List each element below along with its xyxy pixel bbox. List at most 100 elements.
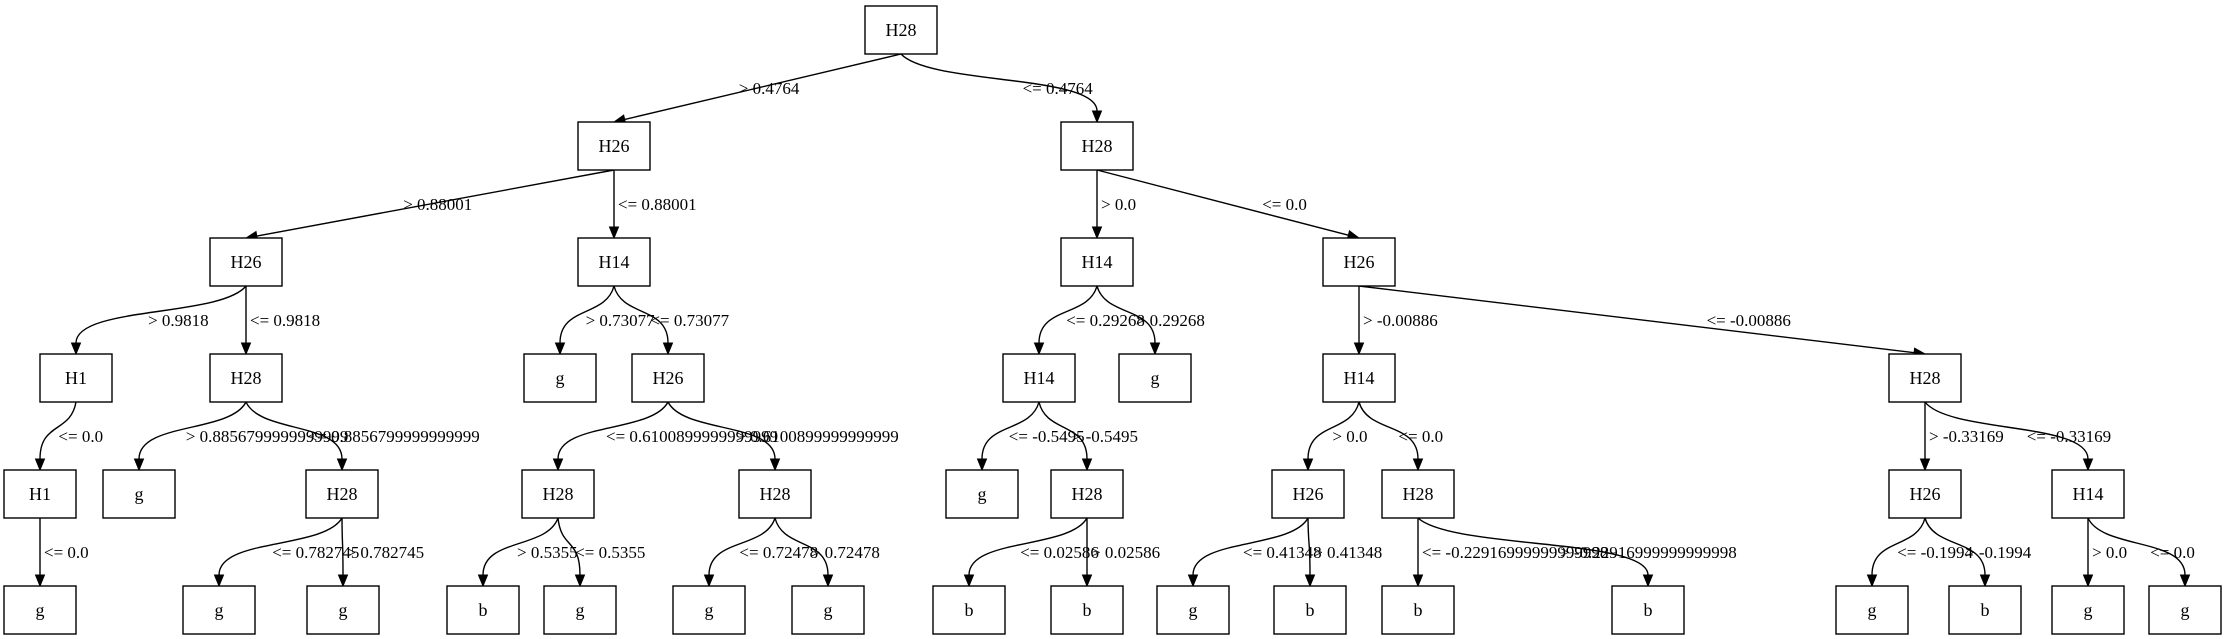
node-label: H26 (1344, 252, 1375, 272)
arrowhead-icon (34, 574, 46, 588)
node-box (791, 585, 865, 635)
edge-line (39, 401, 77, 460)
leaf-node-n40: b (1948, 585, 2022, 635)
leaf-node-n27: g (182, 585, 256, 635)
node-label: H1 (29, 484, 51, 504)
edge-e32: > 0.72478 (774, 517, 880, 588)
arrowhead-icon (554, 342, 566, 356)
node-box (1888, 469, 1962, 519)
node-label: b (1414, 600, 1423, 620)
edge-label: > 0.73077 (586, 311, 656, 330)
edge-e37: <= -0.22916999999999998 (1412, 518, 1608, 588)
node-label: H26 (653, 368, 684, 388)
edge-e27: <= 0.782745 (213, 517, 359, 588)
edge-line (613, 285, 669, 344)
split-node-n2: H28 (1060, 121, 1134, 171)
edge-label: > 0.02586 (1091, 543, 1160, 562)
node-box (3, 585, 77, 635)
edge-e24: > -0.33169 (1919, 402, 2004, 472)
node-box (2148, 585, 2222, 635)
edge-label: <= 0.41348 (1243, 543, 1322, 562)
edge-line (708, 517, 776, 576)
node-label: H28 (327, 484, 358, 504)
split-node-n5: H14 (1060, 237, 1134, 287)
edge-label: <= 0.4764 (1023, 79, 1094, 98)
edge-label: > -0.33169 (1929, 427, 2004, 446)
node-label: g (1868, 600, 1877, 620)
edge-line (341, 517, 344, 576)
arrowhead-icon (822, 574, 834, 588)
arrowhead-icon (336, 458, 348, 472)
leaf-node-n36: b (1273, 585, 1347, 635)
node-box (1271, 469, 1345, 519)
edge-line (482, 517, 559, 576)
arrowhead-icon (337, 574, 349, 588)
arrowhead-icon (1412, 574, 1424, 588)
edge-label: <= -0.33169 (2027, 427, 2111, 446)
edge-label: <= 0.73077 (650, 311, 729, 330)
arrowhead-icon (1091, 110, 1103, 124)
edge-label: <= 0.782745 (272, 543, 359, 562)
node-label: g (978, 484, 987, 504)
split-node-n25: H14 (2051, 469, 2125, 519)
node-box (209, 237, 283, 287)
edge-label: > 0.4764 (739, 79, 800, 98)
edge-e20: <= -0.5495 (976, 401, 1085, 472)
split-node-n3: H26 (209, 237, 283, 287)
split-node-n18: H28 (521, 469, 595, 519)
edge-label: <= 0.9818 (250, 311, 320, 330)
node-box (1948, 585, 2022, 635)
node-label: H14 (1344, 368, 1375, 388)
leaf-node-n38: b (1611, 585, 1685, 635)
edge-line (1038, 401, 1088, 460)
edge-line (75, 285, 247, 344)
edge-label: > 0.0 (1332, 427, 1367, 446)
node-box (1050, 585, 1124, 635)
node-label: g (705, 600, 714, 620)
edge-label: > -0.1994 (1965, 543, 2032, 562)
node-box (3, 469, 77, 519)
edge-label: <= 0.0 (58, 427, 103, 446)
edge-label: > 0.6100899999999999 (736, 427, 899, 446)
arrowhead-icon (34, 458, 46, 472)
node-label: b (965, 600, 974, 620)
leaf-node-n29: b (446, 585, 520, 635)
node-box (1322, 353, 1396, 403)
edge-e10: <= 0.73077 (613, 285, 730, 356)
edge-e5: > 0.0 (1091, 170, 1136, 240)
edge-e25: <= -0.33169 (1924, 401, 2111, 472)
node-label: H28 (1082, 136, 1113, 156)
node-box (631, 353, 705, 403)
edge-e28: > 0.782745 (337, 517, 424, 588)
edge-e13: > -0.00886 (1353, 286, 1438, 356)
edge-e23: <= 0.0 (1358, 401, 1443, 472)
node-box (39, 353, 113, 403)
node-label: b (1981, 600, 1990, 620)
edge-line (774, 517, 829, 576)
node-box (1002, 353, 1076, 403)
arrowhead-icon (1081, 574, 1093, 588)
split-node-n4: H14 (577, 237, 651, 287)
edge-label: <= 0.0 (44, 543, 89, 562)
arrowhead-icon (1149, 342, 1161, 356)
node-label: b (479, 600, 488, 620)
node-box (543, 585, 617, 635)
edge-e33: <= 0.02586 (963, 517, 1099, 588)
edge-e1: > 0.4764 (612, 53, 902, 125)
edge-label: > 0.0 (2092, 543, 2127, 562)
edge-e19: > 0.6100899999999999 (667, 401, 899, 472)
edge-label: > 0.72478 (811, 543, 880, 562)
leaf-node-n39: g (1835, 585, 1909, 635)
node-box (521, 469, 595, 519)
edge-e18: <= 0.6100899999999999 (552, 401, 778, 472)
arrowhead-icon (2179, 574, 2191, 588)
node-label: H28 (543, 484, 574, 504)
node-label: b (1306, 600, 1315, 620)
node-label: g (576, 600, 585, 620)
edge-line (559, 285, 615, 344)
node-label: g (2181, 600, 2190, 620)
split-node-n21: H28 (1050, 469, 1124, 519)
split-node-n13: H14 (1322, 353, 1396, 403)
edge-label: > 0.5355 (517, 543, 578, 562)
